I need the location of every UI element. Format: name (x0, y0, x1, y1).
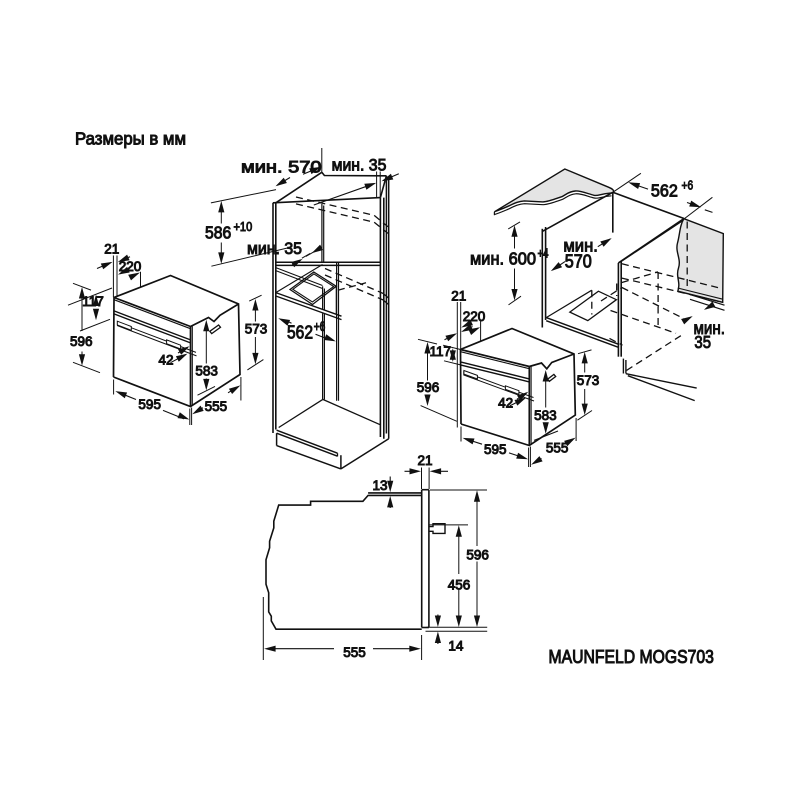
svg-text:42: 42 (158, 353, 173, 368)
svg-text:14: 14 (448, 639, 464, 654)
svg-text:мин.: мин. (694, 318, 726, 338)
svg-text:456: 456 (448, 578, 471, 593)
svg-text:35: 35 (694, 332, 711, 352)
svg-text:555: 555 (343, 645, 366, 660)
svg-text:596: 596 (466, 548, 489, 563)
svg-text:мин. 35: мин. 35 (332, 156, 387, 175)
svg-text:596: 596 (417, 380, 440, 395)
svg-text:573: 573 (577, 373, 600, 388)
svg-text:мин. 35: мин. 35 (247, 239, 302, 258)
svg-text:596: 596 (70, 334, 93, 349)
svg-text:583: 583 (195, 364, 218, 379)
svg-text:117: 117 (430, 344, 452, 359)
svg-text:MAUNFELD MOGS703: MAUNFELD MOGS703 (549, 647, 714, 667)
svg-text:220: 220 (463, 309, 486, 324)
svg-text:555: 555 (546, 441, 569, 456)
svg-text:562: 562 (287, 322, 313, 343)
svg-text:573: 573 (245, 322, 268, 337)
svg-text:595: 595 (484, 442, 507, 457)
svg-text:570: 570 (565, 251, 592, 271)
svg-text:42: 42 (498, 396, 513, 411)
svg-text:583: 583 (534, 408, 557, 423)
svg-text:мин. 570: мин. 570 (241, 158, 322, 177)
svg-text:21: 21 (417, 453, 432, 468)
svg-text:21: 21 (451, 289, 466, 304)
svg-text:13: 13 (372, 478, 387, 493)
svg-text:586: 586 (205, 223, 231, 243)
svg-text:мин. 600: мин. 600 (470, 249, 536, 269)
svg-text:21: 21 (104, 242, 119, 257)
svg-text:595: 595 (138, 397, 161, 412)
svg-text:562: 562 (651, 181, 678, 201)
svg-text:+6: +6 (314, 318, 326, 334)
svg-text:117: 117 (82, 294, 104, 309)
svg-text:555: 555 (205, 399, 228, 414)
svg-text:+6: +6 (682, 178, 694, 193)
svg-text:мин.: мин. (563, 236, 598, 256)
svg-text:+10: +10 (234, 219, 253, 234)
svg-text:Размеры в мм: Размеры в мм (75, 129, 186, 149)
